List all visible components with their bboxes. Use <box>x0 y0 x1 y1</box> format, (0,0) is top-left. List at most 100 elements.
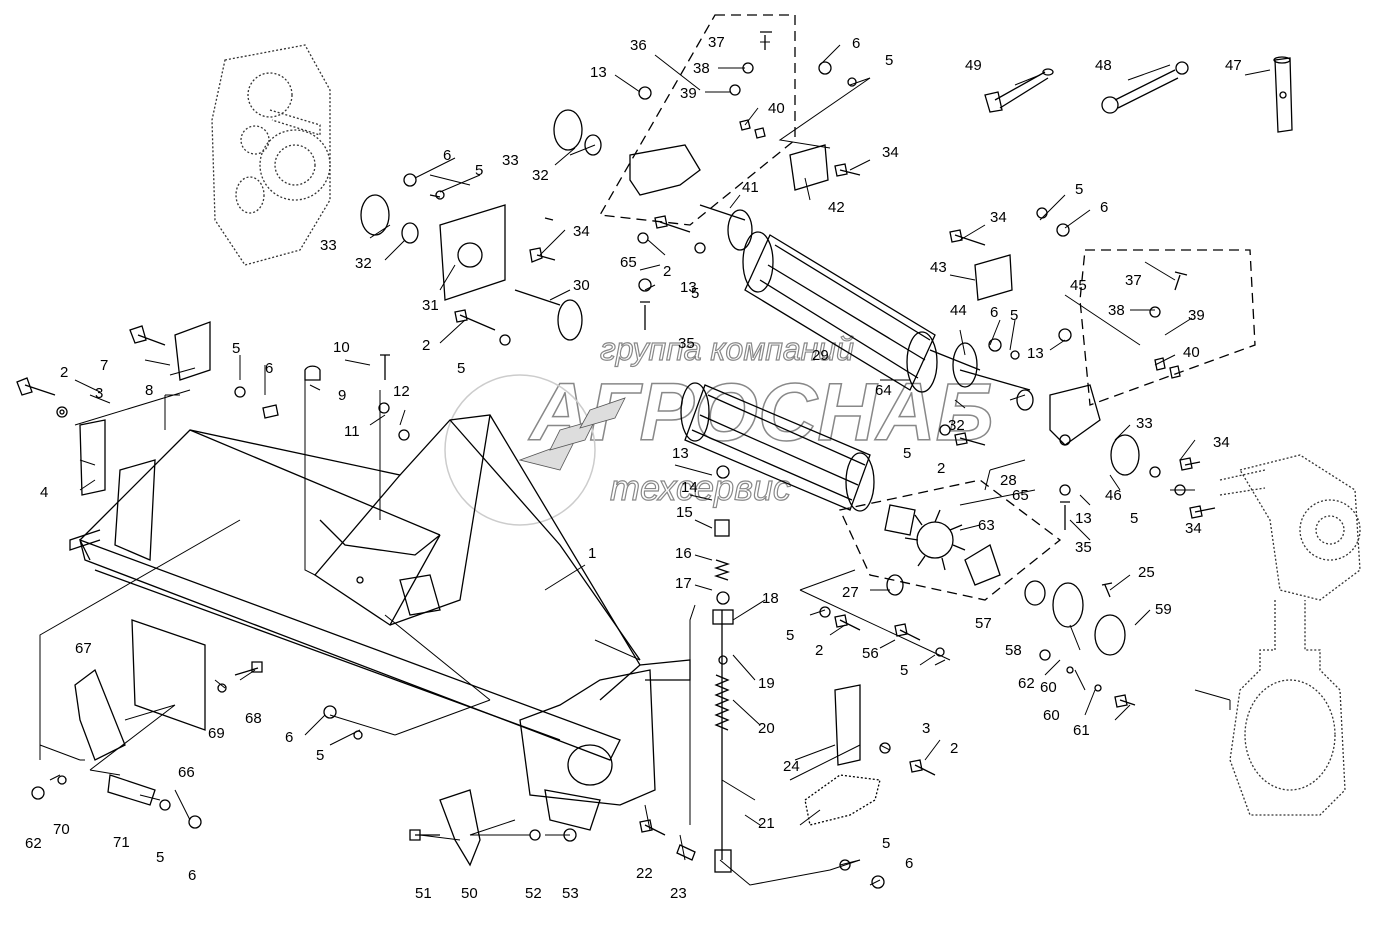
callout-53: 53 <box>562 885 579 902</box>
callout-22: 22 <box>636 865 653 882</box>
callout-31: 31 <box>422 297 439 314</box>
callout-5: 5 <box>882 835 890 852</box>
callout-12: 12 <box>393 383 410 400</box>
plate-31 <box>439 204 506 301</box>
bracket-8 <box>174 321 211 381</box>
pto-gearbox-dotted <box>1219 454 1361 816</box>
cover-66 <box>131 619 206 731</box>
callout-39: 39 <box>680 85 697 102</box>
main-frame <box>69 414 691 831</box>
housing-45 <box>1049 384 1101 446</box>
callout-40: 40 <box>768 100 785 117</box>
callout-30: 30 <box>573 277 590 294</box>
callout-56: 56 <box>862 645 879 662</box>
plate-42 <box>789 144 829 191</box>
callout-51: 51 <box>415 885 432 902</box>
callout-18: 18 <box>762 590 779 607</box>
callout-43: 43 <box>930 259 947 276</box>
callout-6: 6 <box>188 867 196 884</box>
callout-38: 38 <box>1108 302 1125 319</box>
callout-32: 32 <box>355 255 372 272</box>
callout-57: 57 <box>975 615 992 632</box>
callout-13: 13 <box>1075 510 1092 527</box>
callout-34: 34 <box>573 223 590 240</box>
callout-1: 1 <box>588 545 596 562</box>
callout-33: 33 <box>1136 415 1153 432</box>
callout-32: 32 <box>532 167 549 184</box>
callout-25: 25 <box>1138 564 1155 581</box>
callout-58: 58 <box>1005 642 1022 659</box>
callout-27: 27 <box>842 584 859 601</box>
callout-61: 61 <box>1073 722 1090 739</box>
callout-5: 5 <box>903 445 911 462</box>
roller-upper <box>742 231 938 393</box>
callout-5: 5 <box>457 360 465 377</box>
callout-35: 35 <box>678 335 695 352</box>
callout-23: 23 <box>670 885 687 902</box>
callout-6: 6 <box>285 729 293 746</box>
callout-11: 11 <box>344 423 360 440</box>
callout-5: 5 <box>232 340 240 357</box>
callout-5: 5 <box>316 747 324 764</box>
callout-45: 45 <box>1070 277 1087 294</box>
callout-65: 65 <box>1012 487 1029 504</box>
callout-6: 6 <box>852 35 860 52</box>
cutting-strip <box>518 397 626 471</box>
callout-28: 28 <box>1000 472 1017 489</box>
callout-59: 59 <box>1155 601 1172 618</box>
callout-3: 3 <box>95 385 103 402</box>
callout-68: 68 <box>245 710 262 727</box>
bracket-24 <box>834 684 861 766</box>
callout-48: 48 <box>1095 57 1112 74</box>
callout-19: 19 <box>758 675 775 692</box>
watermark: группа компаний АГРОСНАБ техсервис <box>444 330 994 526</box>
callout-33: 33 <box>502 152 519 169</box>
callout-2: 2 <box>422 337 430 354</box>
callout-5: 5 <box>691 285 699 302</box>
callout-8: 8 <box>145 382 153 399</box>
callout-64: 64 <box>875 382 892 399</box>
watermark-line3: техсервис <box>610 467 791 508</box>
fasteners <box>16 31 1216 889</box>
callout-9: 9 <box>338 387 346 404</box>
plate-71 <box>107 774 156 806</box>
flange-30 <box>557 299 583 341</box>
callout-15: 15 <box>676 504 693 521</box>
callout-6: 6 <box>1100 199 1108 216</box>
tool-wrench-48 <box>1101 61 1189 114</box>
callout-5: 5 <box>156 849 164 866</box>
callout-6: 6 <box>905 855 913 872</box>
callout-10: 10 <box>333 339 350 356</box>
guard-50 <box>439 789 481 867</box>
leader-lines <box>39 41 1271 886</box>
callout-39: 39 <box>1188 307 1205 324</box>
callout-7: 7 <box>100 357 108 374</box>
bearing-46 <box>1110 434 1140 476</box>
callout-13: 13 <box>680 279 697 296</box>
callout-44: 44 <box>950 302 967 319</box>
callout-62: 62 <box>1018 675 1035 692</box>
shafts <box>514 204 746 306</box>
callout-5: 5 <box>475 162 483 179</box>
callout-13: 13 <box>672 445 689 462</box>
callout-2: 2 <box>950 740 958 757</box>
bearing-33-top <box>553 109 583 151</box>
callout-6: 6 <box>265 360 273 377</box>
hub-59 <box>1094 614 1126 656</box>
flange-44 <box>952 342 978 388</box>
callout-34: 34 <box>990 209 1007 226</box>
gearbox-dotted <box>211 44 331 266</box>
callout-20: 20 <box>758 720 775 737</box>
callout-41: 41 <box>742 179 759 196</box>
callout-50: 50 <box>461 885 478 902</box>
callout-37: 37 <box>1125 272 1142 289</box>
callout-66: 66 <box>178 764 195 781</box>
callout-71: 71 <box>113 834 130 851</box>
callout-46: 46 <box>1105 487 1122 504</box>
callout-17: 17 <box>675 575 692 592</box>
callout-3: 3 <box>922 720 930 737</box>
callout-5: 5 <box>1075 181 1083 198</box>
callout-14: 14 <box>681 479 698 496</box>
